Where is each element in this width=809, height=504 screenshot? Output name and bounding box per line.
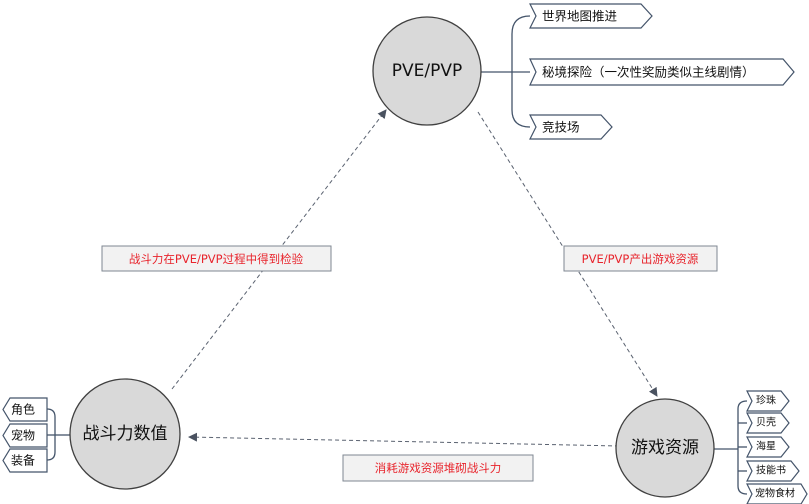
- node-combat-power-label: 战斗力数值: [83, 424, 168, 444]
- resource-type-label: 海星: [756, 440, 776, 453]
- resource-type-tag: 海星: [746, 436, 790, 458]
- pve-pvp-mode-label: 竞技场: [542, 120, 580, 135]
- resource-type-tag: 技能书: [746, 460, 800, 482]
- node-pve-pvp: PVE/PVP: [372, 16, 482, 126]
- node-game-resources: 游戏资源: [615, 398, 715, 498]
- pve-pvp-mode-connectors: [480, 15, 531, 128]
- node-pve-pvp-label: PVE/PVP: [392, 61, 462, 81]
- flow-label-pvp-to-resources-text: PVE/PVP产出游戏资源: [582, 252, 699, 266]
- resource-type-label: 贝壳: [756, 416, 776, 429]
- combat-power-part-tag: 宠物: [2, 423, 48, 448]
- combat-power-part-label: 装备: [11, 454, 35, 468]
- combat-power-part-label: 角色: [11, 403, 35, 417]
- combat-part-connectors: [46, 408, 70, 461]
- node-combat-power: 战斗力数值: [69, 378, 181, 490]
- pve-pvp-mode-tag: 世界地图推进: [529, 3, 653, 29]
- resource-type-label: 宠物食材: [755, 487, 795, 500]
- combat-power-part-tag: 装备: [2, 448, 48, 473]
- resource-type-tag: 宠物食材: [746, 483, 808, 504]
- pve-pvp-mode-label: 秘境探险（一次性奖励类似主线剧情）: [542, 65, 755, 80]
- combat-power-part-tag: 角色: [2, 397, 48, 422]
- flow-label-resources-to-combat: 消耗游戏资源堆砌战斗力: [342, 454, 534, 482]
- resource-type-tag: 贝壳: [746, 412, 790, 434]
- resource-type-label: 珍珠: [756, 394, 776, 407]
- combat-power-part-label: 宠物: [11, 428, 35, 443]
- flow-label-combat-to-pvp-text: 战斗力在PVE/PVP过程中得到检验: [129, 252, 304, 266]
- resource-type-tag: 珍珠: [746, 390, 790, 412]
- flow-label-combat-to-pvp: 战斗力在PVE/PVP过程中得到检验: [101, 245, 332, 272]
- resource-type-connectors: [714, 400, 748, 495]
- flow-arrow-resources-to-combat: [188, 432, 620, 447]
- pve-pvp-mode-tag: 秘境探险（一次性奖励类似主线剧情）: [529, 58, 795, 86]
- pve-pvp-mode-label: 世界地图推进: [542, 9, 618, 24]
- pve-pvp-mode-tag: 竞技场: [529, 114, 613, 140]
- resource-type-label: 技能书: [756, 464, 786, 477]
- node-game-resources-label: 游戏资源: [631, 438, 699, 458]
- flow-label-pvp-to-resources: PVE/PVP产出游戏资源: [563, 245, 718, 272]
- flow-label-resources-to-combat-text: 消耗游戏资源堆砌战斗力: [375, 461, 502, 475]
